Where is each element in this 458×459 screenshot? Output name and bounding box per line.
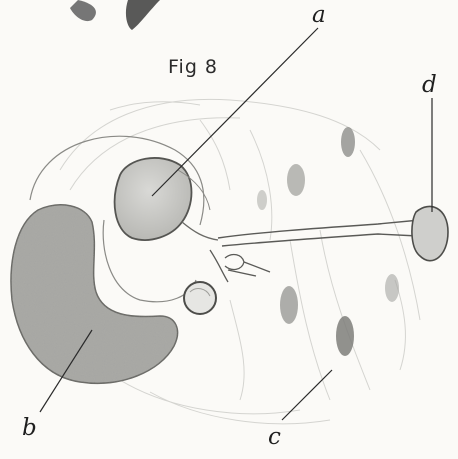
label-a: a [312,2,326,28]
label-b: b [22,415,37,441]
top-dark-mark-2 [126,0,160,30]
figure-title: Fig 8 [168,56,218,78]
structure-a [115,158,218,240]
small-round-body [184,282,216,314]
top-dark-mark-1 [70,0,96,21]
label-c: c [268,424,281,450]
structure-d [218,206,448,260]
leader-line-c [282,370,332,420]
label-d: d [422,72,437,98]
small-processes [210,250,270,282]
